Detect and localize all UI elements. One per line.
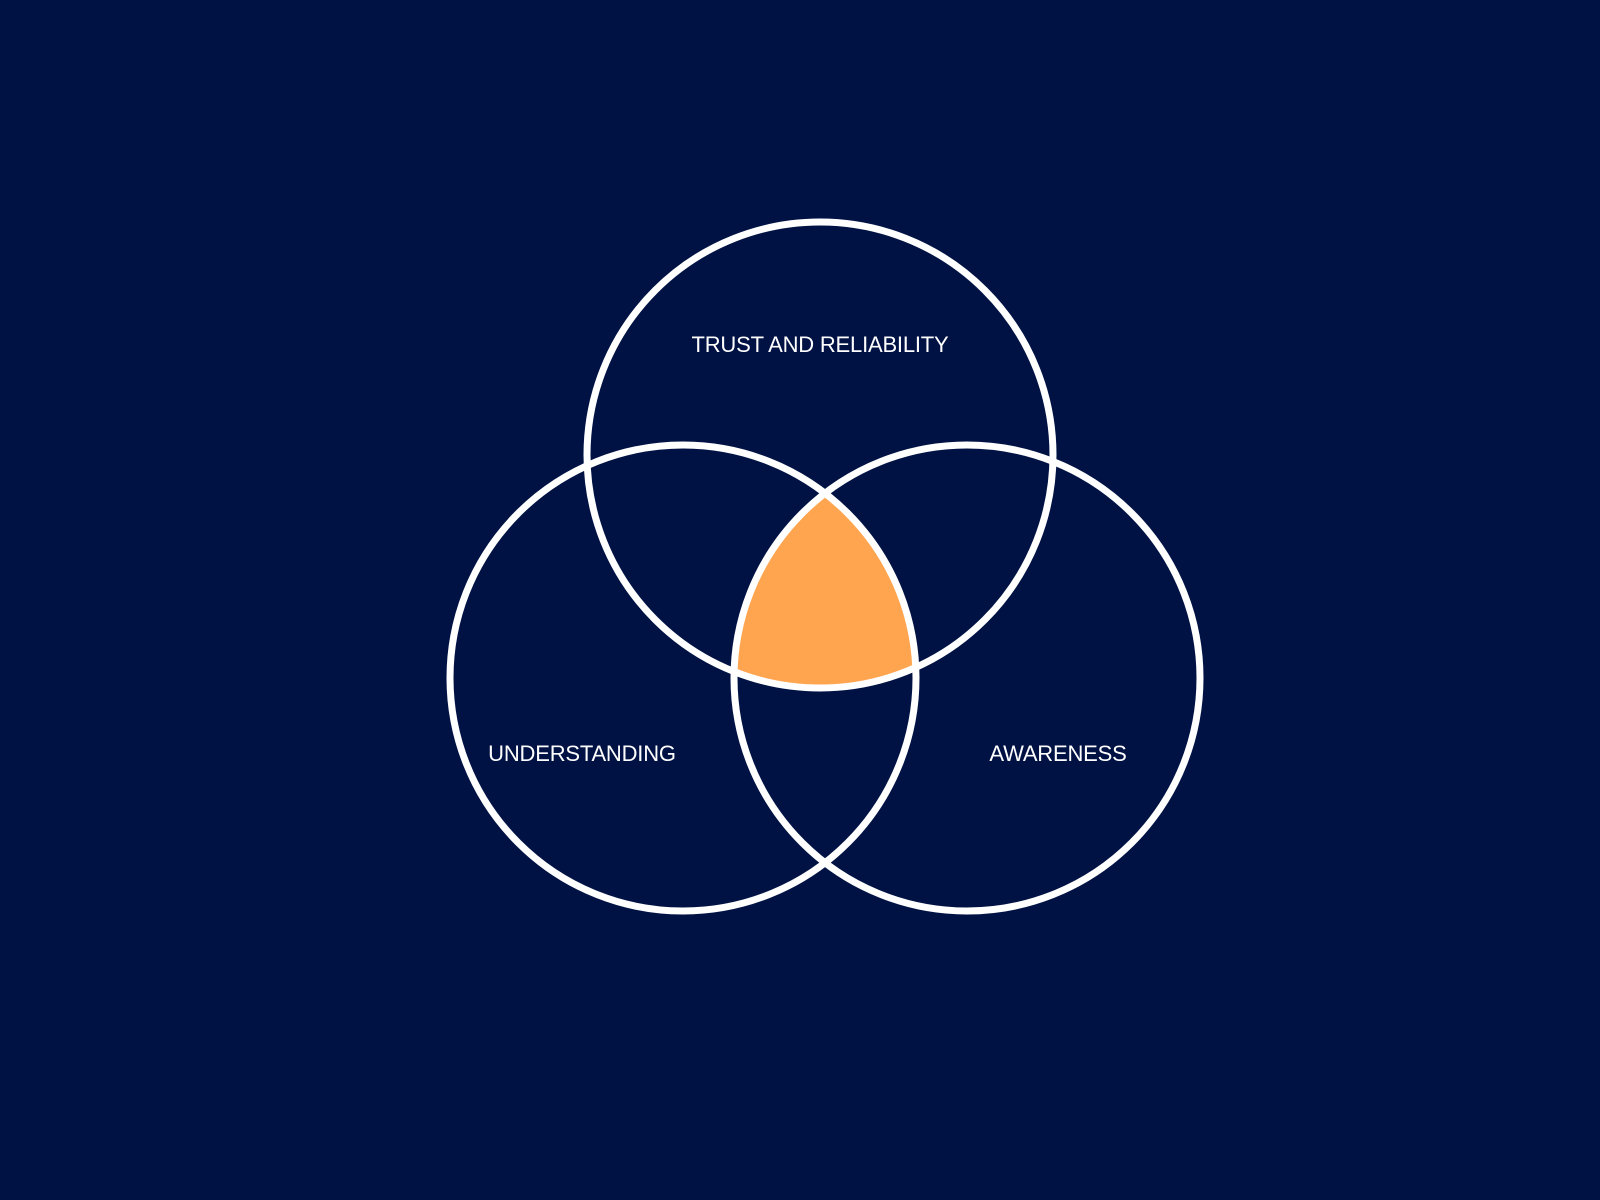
label-trust-and-reliability: TRUST AND RELIABILITY (691, 332, 949, 357)
circle-trust-and-reliability (583, 218, 1057, 692)
label-awareness: AWARENESS (989, 741, 1126, 766)
label-understanding: UNDERSTANDING (488, 741, 676, 766)
circle-awareness (730, 441, 1204, 915)
circle-understanding (446, 441, 920, 915)
